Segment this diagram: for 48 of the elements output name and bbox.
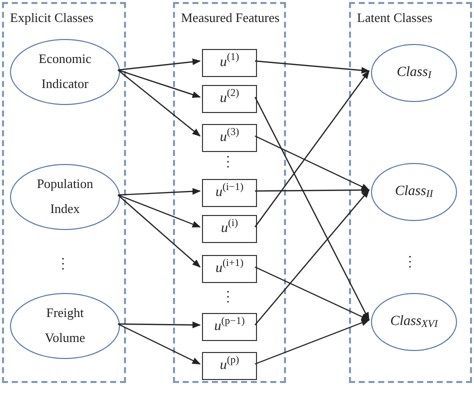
- arrow: [254, 96, 370, 321]
- arrow: [118, 322, 201, 328]
- ellipsis-dots: ⋮: [221, 156, 235, 170]
- arrow: [254, 266, 370, 321]
- feature-label: u$^{(i+1)}$: [214, 257, 245, 278]
- arrow: [254, 319, 370, 365]
- ellipsis-dots: ⋮: [56, 258, 70, 272]
- feature-box: [202, 352, 257, 380]
- arrow: [254, 135, 370, 191]
- class-name: Freight Volume: [44, 304, 86, 347]
- arrow: [118, 323, 201, 365]
- feature-label: u$^{(i−1)}$: [214, 181, 245, 202]
- dashed-group-panel: [349, 2, 472, 383]
- feature-box: [202, 215, 257, 243]
- arrow: [255, 186, 370, 194]
- class-name: Population Index: [36, 175, 94, 218]
- class-name: Class$_{II}$: [394, 182, 434, 202]
- feature-label: u$^{(3)}$: [218, 126, 240, 147]
- feature-box: [202, 255, 257, 283]
- feature-box: [202, 49, 257, 77]
- dashed-group-panel: [173, 2, 286, 383]
- panel-heading: Measured Features: [181, 9, 280, 27]
- dashed-group-panel: [2, 2, 126, 383]
- arrow: [118, 69, 201, 98]
- class-name: Class$_{I}$: [396, 64, 433, 84]
- class-name: Economic Indicator: [38, 50, 92, 93]
- feature-label: u$^{(1)}$: [218, 51, 240, 72]
- feature-label: u$^{(i)}$: [220, 217, 239, 238]
- panel-heading: Explicit Classes: [10, 9, 94, 27]
- ellipsis-dots: ⋮: [403, 256, 417, 270]
- arrow: [118, 58, 201, 71]
- arrow: [118, 194, 201, 228]
- feature-label: u$^{(p)}$: [218, 354, 240, 375]
- class-name: Class$_{XVI}$: [389, 312, 439, 332]
- arrow: [118, 194, 201, 268]
- arrow: [118, 70, 201, 137]
- feature-box: [202, 124, 257, 152]
- arrow: [254, 70, 370, 228]
- arrow: [254, 60, 370, 74]
- arrow: [254, 189, 370, 326]
- feature-label: u$^{(2)}$: [218, 87, 240, 108]
- ellipsis-dots: ⋮: [221, 291, 235, 305]
- feature-box: [202, 313, 257, 341]
- feature-box: [202, 179, 257, 207]
- feature-box: [202, 85, 257, 113]
- panel-heading: Latent Classes: [357, 9, 432, 27]
- arrow: [118, 188, 201, 196]
- feature-label: u$^{(p−1)}$: [213, 315, 246, 336]
